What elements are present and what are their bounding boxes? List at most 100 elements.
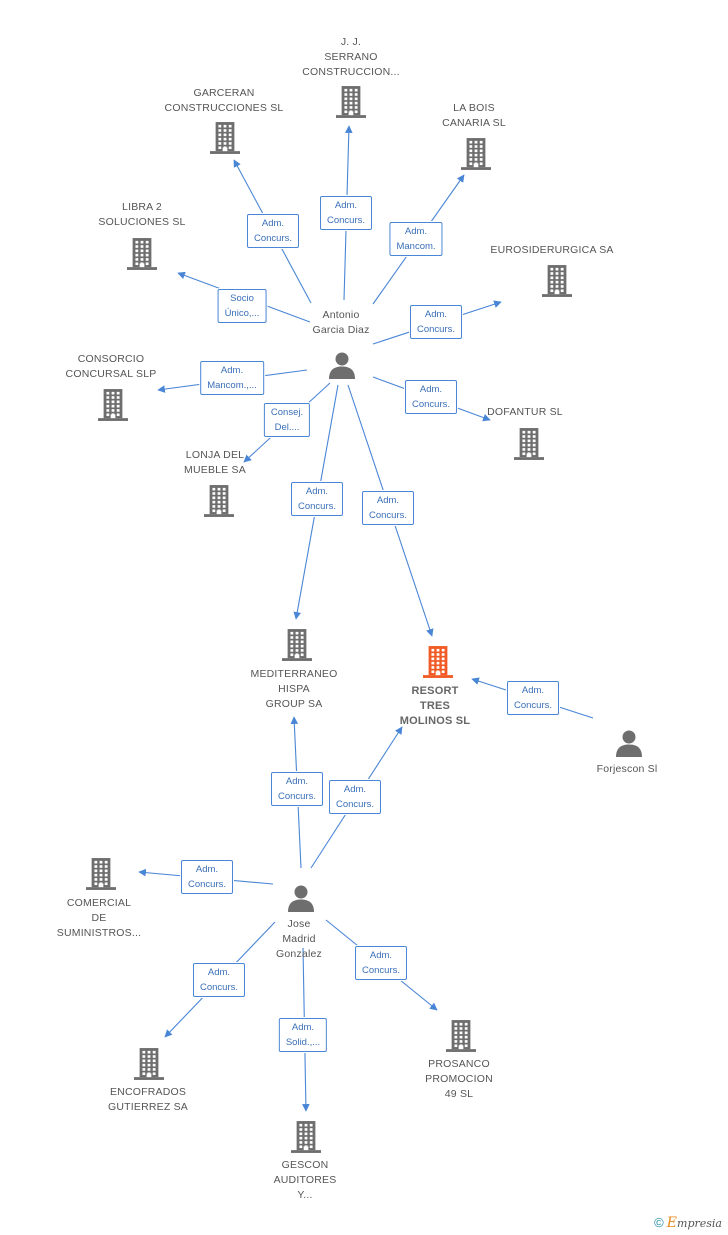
edge-label-line: Solid.,... — [285, 1037, 321, 1048]
edge-label-jose-prosanco[interactable]: Adm.Concurs. — [354, 946, 408, 980]
node-label-line: MOLINOS SL — [399, 715, 471, 727]
edge-label-line: Concurs. — [361, 965, 401, 976]
node-label-resort[interactable]: RESORT TRES MOLINOS SL — [400, 684, 470, 729]
building-icon[interactable] — [423, 645, 453, 684]
person-icon[interactable] — [287, 884, 315, 917]
node-label-line: LONJA DEL — [185, 449, 245, 461]
edge-label-line: Concurs. — [253, 233, 293, 244]
node-label-line: TRES — [419, 700, 451, 712]
person-icon[interactable] — [328, 351, 356, 384]
building-icon[interactable] — [86, 857, 116, 896]
node-label-serrano[interactable]: J. J. SERRANO CONSTRUCCION... — [302, 35, 400, 80]
building-icon[interactable] — [98, 388, 128, 427]
edge-label-antonio-garceran[interactable]: Adm. Concurs. — [246, 214, 300, 248]
building-icon[interactable] — [127, 237, 157, 276]
node-label-line: DE — [91, 912, 107, 924]
edge-label-jose-comercial[interactable]: Adm. Concurs. — [180, 860, 234, 894]
node-label-line: GARCERAN — [193, 87, 255, 99]
edge-label-jose-gescon[interactable]: Adm. Solid.,... — [278, 1018, 328, 1052]
edge-label-antonio-dofantur[interactable]: Adm.Concurs. — [404, 380, 458, 414]
node-label-line: RESORT — [411, 685, 459, 697]
edge-label-line: Adm. — [291, 1022, 315, 1033]
edge-label-antonio-resort[interactable]: Adm.Concurs. — [361, 491, 415, 525]
edge-label-jose-encofrados[interactable]: Adm. Concurs. — [192, 963, 246, 997]
edge-label-line: Mancom.,... — [207, 380, 257, 391]
building-icon[interactable] — [134, 1047, 164, 1086]
node-label-line: LIBRA 2 — [122, 201, 162, 213]
node-label-line: SERRANO — [324, 51, 378, 63]
node-label-line: Gonzalez — [276, 948, 322, 960]
brand-logo[interactable]: Empresia — [666, 1215, 722, 1231]
node-label-labois[interactable]: LA BOIS CANARIA SL — [442, 101, 506, 131]
node-label-line: GUTIERREZ SA — [108, 1101, 188, 1113]
edge-label-line: Concurs. — [513, 700, 553, 711]
building-icon[interactable] — [461, 137, 491, 176]
building-icon[interactable] — [210, 121, 240, 160]
node-label-line: DOFANTUR SL — [487, 406, 563, 418]
building-icon[interactable] — [446, 1019, 476, 1058]
edge-label-line: Adm. — [305, 486, 329, 497]
edge-label-antonio-lonja[interactable]: Consej.Del.... — [263, 403, 311, 437]
node-label-eurosiderurgica[interactable]: EUROSIDERURGICA SA — [490, 243, 613, 258]
edge-label-line: Concurs. — [187, 879, 227, 890]
node-label-libra[interactable]: LIBRA 2 SOLUCIONES SL — [98, 200, 185, 230]
node-label-lonja[interactable]: LONJA DEL MUEBLE SA — [184, 448, 246, 478]
building-icon[interactable] — [514, 427, 544, 466]
building-icon[interactable] — [204, 484, 234, 523]
edge-label-line: Adm. — [207, 967, 231, 978]
edge-label-antonio-labois[interactable]: Adm.Mancom. — [389, 222, 443, 256]
edge-label-antonio-consorcio[interactable]: Adm. Mancom.,... — [200, 361, 264, 395]
building-icon[interactable] — [336, 85, 366, 124]
edge-label-line: Adm. — [334, 200, 358, 211]
node-label-line: CONSTRUCCION... — [302, 66, 400, 78]
edge-label-jose-resort[interactable]: Adm. Concurs. — [328, 780, 382, 814]
node-label-line: 49 SL — [444, 1088, 474, 1100]
node-label-line: CONSORCIO — [77, 353, 145, 365]
edge-label-line: Concurs. — [411, 399, 451, 410]
edge-label-antonio-eurosiderurgica[interactable]: Adm.Concurs. — [409, 305, 463, 339]
edge-label-line: Del.... — [274, 422, 300, 433]
person-icon[interactable] — [615, 729, 643, 762]
building-icon[interactable] — [282, 628, 312, 667]
node-label-line: HISPA — [278, 683, 310, 695]
node-label-line: COMERCIAL — [66, 897, 132, 909]
edge-label-line: Adm. — [343, 784, 367, 795]
edge-label-line: Adm. — [261, 218, 285, 229]
node-label-dofantur[interactable]: DOFANTUR SL — [487, 405, 563, 420]
node-label-line: J. J. — [340, 36, 362, 48]
building-icon[interactable] — [291, 1120, 321, 1159]
edge-label-line: Concurs. — [199, 982, 239, 993]
edge-label-line: Concurs. — [277, 791, 317, 802]
edge-label-antonio-mediterraneo[interactable]: Adm.Concurs. — [290, 482, 344, 516]
edge-label-line: Adm. — [220, 365, 244, 376]
edge-label-forjescon-resort[interactable]: Adm.Concurs. — [506, 681, 560, 715]
edge-label-line: Adm. — [424, 309, 448, 320]
watermark: © Empresia — [654, 1215, 722, 1231]
edge-label-line: Concurs. — [335, 799, 375, 810]
edge-label-antonio-serrano[interactable]: Adm.Concurs. — [319, 196, 373, 230]
edge-label-jose-mediterraneo[interactable]: Adm.Concurs. — [270, 772, 324, 806]
node-label-line: MUEBLE SA — [184, 464, 246, 476]
edge-label-line: Adm. — [195, 864, 219, 875]
node-label-line: CANARIA SL — [442, 117, 506, 129]
node-label-line: MEDITERRANEO — [250, 668, 338, 680]
node-label-line: LA BOIS — [453, 102, 495, 114]
copyright-symbol: © — [654, 1215, 664, 1230]
node-label-forjescon[interactable]: Forjescon Sl — [597, 762, 658, 777]
building-icon[interactable] — [542, 264, 572, 303]
node-label-line: SOLUCIONES SL — [98, 216, 186, 228]
node-label-line: Jose — [287, 918, 311, 930]
edge-label-line: Único,... — [224, 308, 260, 319]
